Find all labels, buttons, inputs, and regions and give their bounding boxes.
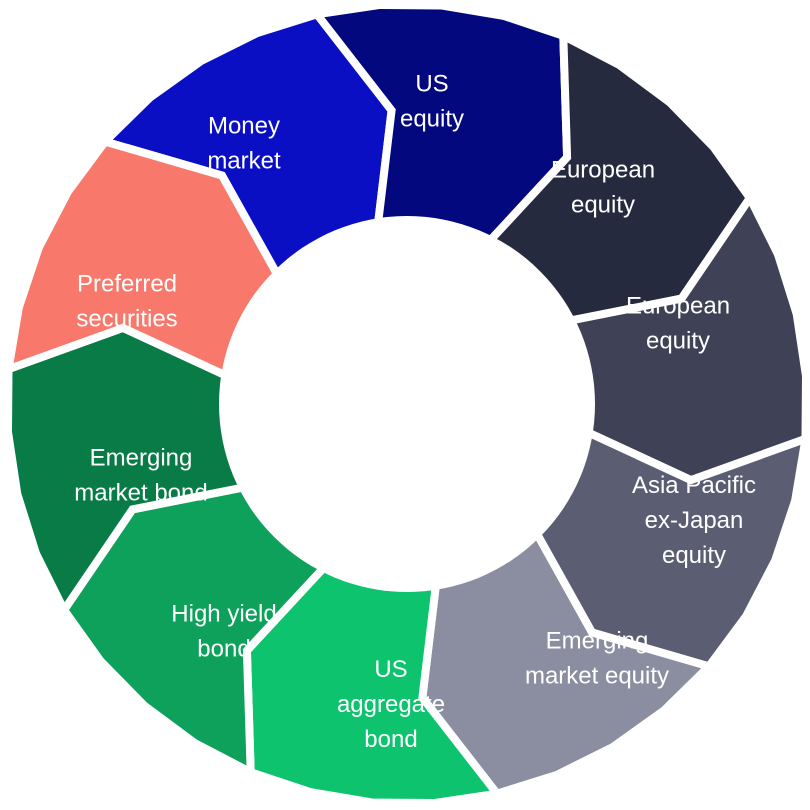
segment-label-6: US aggregate bond [337,656,445,753]
segment-label-line: European [551,157,655,184]
segment-label-line: aggregate [337,691,445,718]
segment-label-5: Emerging market equity [525,628,669,690]
segment-label-line: Emerging [546,628,649,655]
segment-label-7: High yield bond [171,601,276,663]
segment-label-line: equity [646,328,710,355]
segment-label-line: market equity [525,663,669,690]
segment-label-1: US equity [400,71,464,133]
segment-label-line: bond [197,636,250,663]
segment-label-line: bond [364,726,417,753]
segment-label-line: Preferred [77,271,177,298]
segment-label-line: ex-Japan [645,507,744,534]
segment-label-9: Preferred securities [76,271,177,333]
segment-label-line: market [207,148,281,175]
segment-label-10: Money market [207,113,281,175]
segment-label-line: Asia Pacific [632,472,756,499]
segment-label-4: Asia Pacific ex-Japan equity [632,472,756,569]
segment-label-8: Emerging market bond [74,445,207,507]
segment-label-line: Money [208,113,280,140]
segment-label-line: market bond [74,480,207,507]
segment-label-line: equity [400,106,464,133]
segment-label-line: equity [662,542,726,569]
segment-label-line: High yield [171,601,276,628]
segment-label-line: securities [76,306,177,333]
segment-label-line: US [415,71,448,98]
segment-label-2: European equity [551,157,655,219]
segment-label-line: Emerging [90,445,193,472]
segment-label-3: European equity [626,293,730,355]
center-hole [219,216,595,592]
segment-label-line: US [374,656,407,683]
segment-label-line: equity [571,192,635,219]
segment-label-line: European [626,293,730,320]
